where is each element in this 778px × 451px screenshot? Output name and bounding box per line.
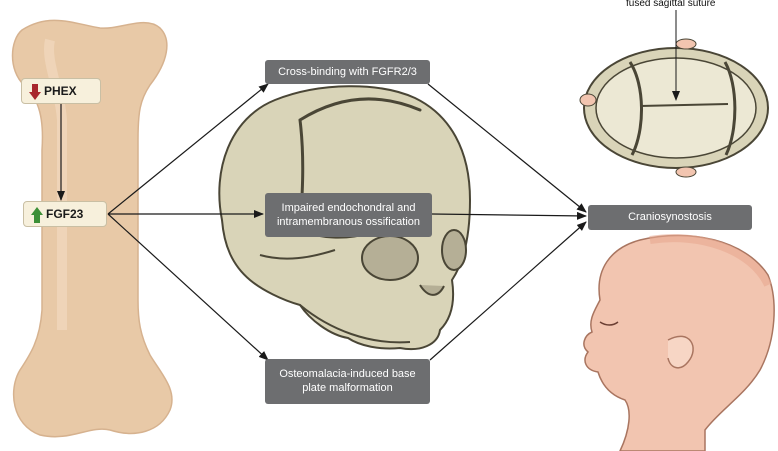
arrow-fgf23-to-cross-binding — [107, 83, 269, 215]
cross-binding-label: Cross-binding with FGFR2/3 — [278, 66, 417, 78]
phex-label: PHEX — [44, 84, 77, 98]
craniosynostosis-label: Craniosynostosis — [628, 211, 712, 223]
fgf23-label: FGF23 — [46, 207, 84, 221]
base-plate-label-line2: plate malformation — [302, 382, 393, 394]
base-plate-label-line1: Osteomalacia-induced base — [279, 368, 416, 380]
fused-sagittal-suture-label: fused sagittal suture — [626, 0, 716, 9]
fgf23-box: FGF23 — [23, 201, 107, 227]
arrow-fgf23-to-base-plate — [107, 213, 269, 361]
infant-head-profile-illustration — [583, 234, 775, 451]
skull-top-view-illustration — [579, 38, 769, 178]
cross-binding-box: Cross-binding with FGFR2/3 — [265, 60, 430, 84]
arrow-cross-binding-to-outcome — [427, 83, 587, 213]
arrow-ossification-to-outcome — [431, 211, 587, 220]
ossification-label-line2: intramembranous ossification — [276, 216, 421, 228]
down-arrow-icon — [29, 84, 41, 100]
up-arrow-icon — [31, 207, 43, 223]
arrow-base-plate-to-outcome — [429, 221, 587, 361]
craniosynostosis-box: Craniosynostosis — [588, 205, 752, 230]
ossification-box: Impaired endochondral and intramembranou… — [265, 193, 432, 237]
ossification-label-line1: Impaired endochondral and — [281, 202, 416, 214]
phex-box: PHEX — [21, 78, 101, 104]
base-plate-box: Osteomalacia-induced base plate malforma… — [265, 359, 430, 404]
